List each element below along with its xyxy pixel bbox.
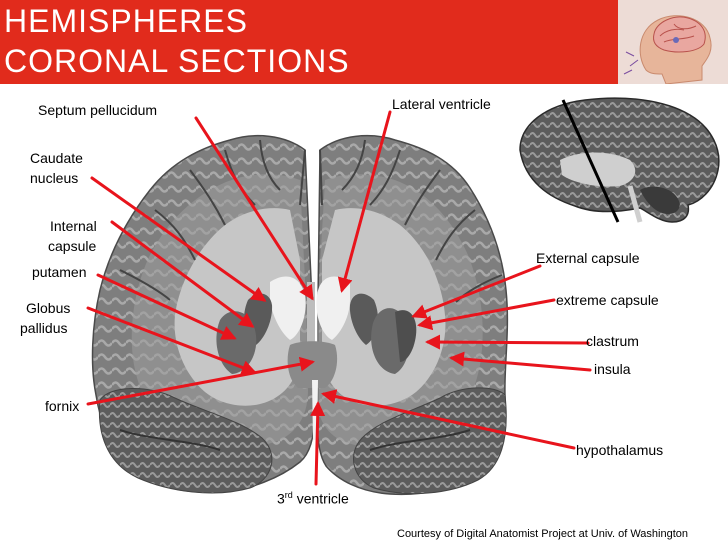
- label-internal-line1: Internal: [50, 218, 97, 234]
- third-ventricle-suffix: rd: [285, 490, 293, 500]
- image-credit: Courtesy of Digital Anatomist Project at…: [397, 528, 688, 540]
- sagittal-brain-with-cut-line: [520, 98, 719, 222]
- label-putamen: putamen: [32, 264, 86, 280]
- coronal-brain-section: [93, 136, 508, 495]
- label-insula: insula: [594, 361, 631, 377]
- label-fornix: fornix: [45, 398, 79, 414]
- label-globus-line2: pallidus: [20, 320, 67, 336]
- label-external-capsule: External capsule: [536, 250, 640, 266]
- label-septum-pellucidum: Septum pellucidum: [38, 102, 157, 118]
- third-ventricle-word: ventricle: [293, 491, 349, 507]
- arrow-third-ventricle: [316, 404, 318, 484]
- arrow-clastrum: [428, 342, 588, 343]
- label-lateral-ventricle: Lateral ventricle: [392, 96, 491, 112]
- label-globus-line1: Globus: [26, 300, 70, 316]
- label-third-ventricle: 3rd ventricle: [277, 487, 349, 507]
- label-internal-line2: capsule: [48, 238, 96, 254]
- label-caudate-line1: Caudate: [30, 150, 83, 166]
- label-caudate-line2: nucleus: [30, 170, 78, 186]
- third-ventricle-number: 3: [277, 491, 285, 507]
- label-clastrum: clastrum: [586, 333, 639, 349]
- label-hypothalamus: hypothalamus: [576, 442, 663, 458]
- label-extreme-capsule: extreme capsule: [556, 292, 659, 308]
